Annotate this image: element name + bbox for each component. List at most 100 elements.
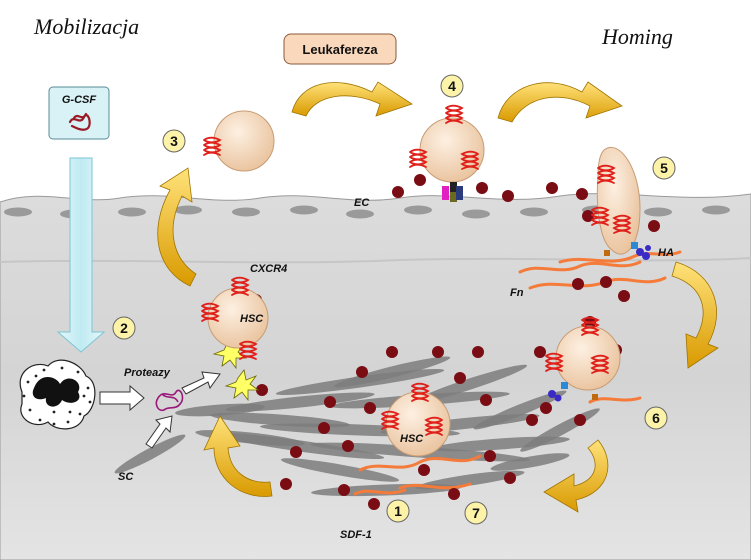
cxcr4-receptor-icon: [381, 410, 400, 430]
label-proteazy: Proteazy: [124, 367, 171, 379]
cxcr4-receptor-icon: [590, 354, 609, 374]
endothelial-pore: [346, 209, 374, 219]
step-number: 5: [660, 160, 668, 176]
step-marker-1: 1: [386, 499, 410, 523]
sdf1-dot: [418, 464, 430, 476]
endothelial-pore: [232, 207, 260, 217]
sdf1-dot: [534, 346, 546, 358]
hsc-circulating: [203, 110, 275, 172]
stromal-cell: [114, 434, 186, 474]
step-number: 1: [394, 503, 402, 519]
sdf1-dot: [480, 394, 492, 406]
endothelial-pore: [644, 207, 672, 217]
step-number: 7: [472, 505, 480, 521]
step-marker-3: 3: [162, 129, 186, 153]
sdf1-dot: [432, 346, 444, 358]
step-number: 2: [120, 320, 128, 336]
endothelial-pore: [118, 207, 146, 217]
endothelial-pore: [404, 205, 432, 215]
cxcr4-receptor-icon: [591, 206, 610, 226]
stromal-cell: [333, 356, 451, 388]
hsc-transmigrating: [545, 316, 621, 391]
sdf1-dot: [454, 372, 466, 384]
label-ec: EC: [354, 197, 370, 209]
cxcr4-receptor-icon: [231, 276, 250, 296]
sdf1-dot: [574, 414, 586, 426]
sdf1-dot: [338, 484, 350, 496]
sdf1-dot: [648, 220, 660, 232]
gcsf-label: G-CSF: [62, 94, 97, 106]
protease-molecule-icon: [155, 389, 184, 412]
label-sc: SC: [118, 471, 134, 483]
stromal-cell: [490, 453, 570, 471]
step-marker-5: 5: [652, 156, 676, 180]
endothelial-pore: [4, 207, 32, 217]
step-number: 6: [652, 410, 660, 426]
step-marker-6: 6: [644, 406, 668, 430]
step-number: 3: [170, 133, 178, 149]
sdf1-dot: [484, 450, 496, 462]
sdf1-dot: [342, 440, 354, 452]
sdf1-dot: [526, 414, 538, 426]
cxcr4-receptor-icon: [201, 302, 220, 322]
sdf1-dot: [576, 188, 588, 200]
hsc-rolling: [591, 147, 641, 255]
sdf1-dot: [392, 186, 404, 198]
hsc-adhering: [409, 104, 485, 183]
cxcr4-receptor-icon: [545, 352, 564, 372]
endothelial-pore: [290, 205, 318, 215]
arrow-to-transmigration: [671, 261, 719, 369]
protease-arrows: [99, 371, 221, 449]
step-markers: 1 2 3 4 5 6 7: [112, 74, 676, 525]
title-homing: Homing: [601, 24, 673, 49]
cxcr4-receptor-icon: [424, 416, 443, 436]
cxcr4-receptor-icon: [597, 164, 616, 184]
sdf1-dot: [546, 182, 558, 194]
sdf1-dot: [290, 446, 302, 458]
step-number: 4: [448, 78, 456, 94]
sdf1-dot: [476, 182, 488, 194]
endothelial-pore: [520, 207, 548, 217]
endothelial-pore: [702, 205, 730, 215]
hsc-marrow: [201, 276, 269, 360]
sdf1-dot: [356, 366, 368, 378]
sdf1-dot: [364, 402, 376, 414]
cxcr4-receptor-icon: [411, 382, 430, 402]
gcsf-molecule-icon: [68, 112, 91, 131]
sdf1-dot: [600, 276, 612, 288]
cxcr4-receptor-icon: [239, 340, 258, 360]
sdf1-dot: [386, 346, 398, 358]
cxcr4-receptor-icon: [203, 136, 222, 156]
sdf1-dot: [448, 488, 460, 500]
sdf1-dot: [318, 422, 330, 434]
label-ha: HA: [658, 247, 674, 259]
sdf1-dot: [540, 402, 552, 414]
stromal-cell: [415, 470, 525, 490]
sdf1-dot: [256, 384, 268, 396]
label-sdf1: SDF-1: [340, 529, 372, 541]
endothelial-pore: [174, 205, 202, 215]
sdf1-dot: [368, 498, 380, 510]
sdf1-dot: [582, 210, 594, 222]
hsc-niche: [381, 382, 451, 457]
title-mobilization: Mobilizacja: [33, 14, 139, 39]
sdf1-dot: [324, 396, 336, 408]
cxcr4-receptor-icon: [581, 316, 600, 336]
cxcr4-receptor-icon: [612, 214, 631, 234]
arrow-to-niche: [543, 439, 609, 513]
sdf1-dot: [504, 472, 516, 484]
adhesion-molecules: [442, 182, 463, 202]
endothelium-line: [0, 257, 751, 264]
step-marker-2: 2: [112, 316, 136, 340]
stromal-cell: [412, 364, 528, 404]
sdf1-dot: [280, 478, 292, 490]
cxcr4-receptor-icon: [460, 150, 479, 170]
stromal-cell: [473, 390, 567, 430]
neutrophil-icon: [19, 359, 96, 430]
arrow-to-rolling: [497, 81, 623, 123]
stromal-cell: [175, 403, 265, 417]
sdf1-dot: [472, 346, 484, 358]
sdf1-dot: [414, 174, 426, 186]
label-hsc-niche: HSC: [400, 433, 424, 445]
